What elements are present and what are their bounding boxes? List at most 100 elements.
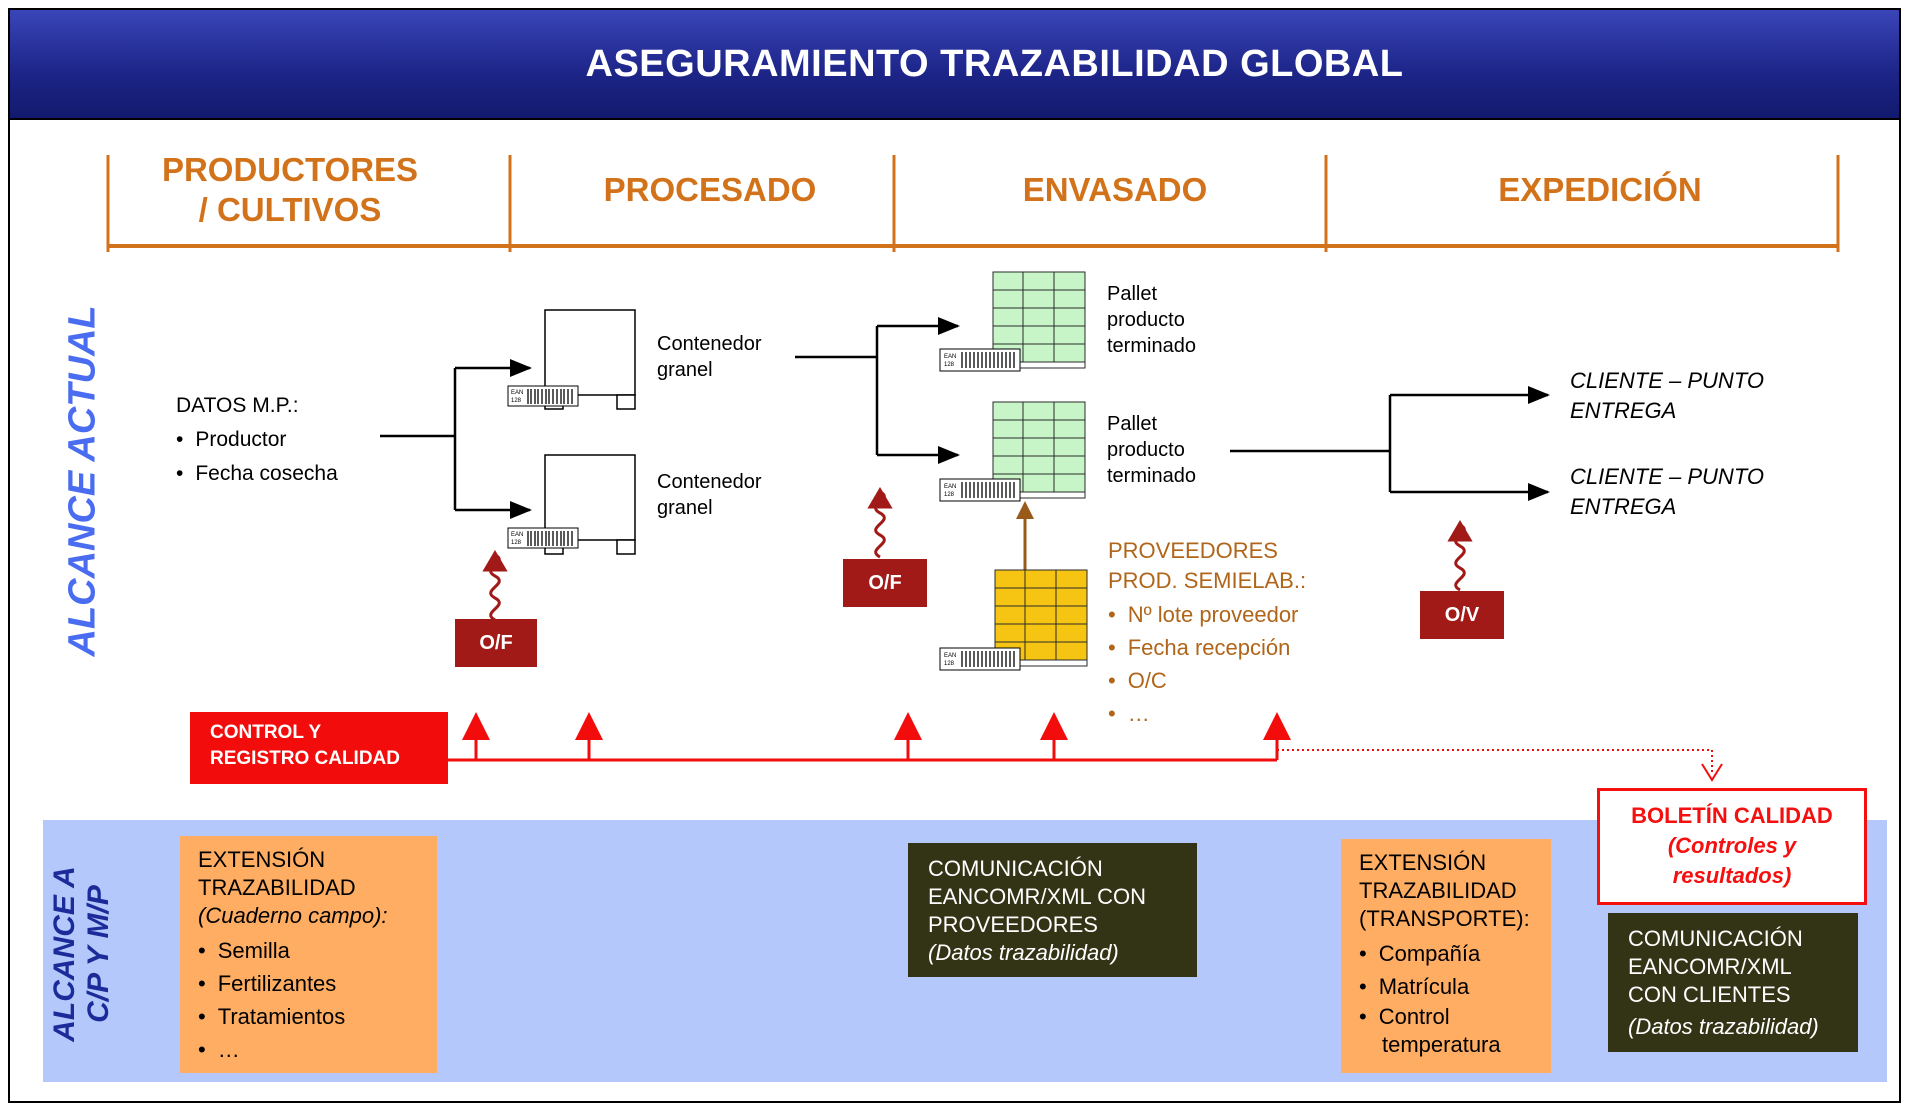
list-item: Fecha recepción — [1108, 631, 1306, 664]
datos-mp-productor: Productor — [195, 428, 287, 451]
contenedor-label-1-line2: granel — [657, 359, 713, 381]
of-badge-2: O/F — [843, 559, 927, 607]
proveedores-item-oc: O/C — [1127, 668, 1167, 693]
contenedor-label-1: Contenedor granel — [657, 331, 762, 383]
contenedor-label-2-line2: granel — [657, 497, 713, 519]
barcode-icon-5: EAN 128 — [939, 647, 1021, 671]
stage-procesado: PROCESADO — [603, 171, 817, 208]
stage-productores-line2: / CULTIVOS — [198, 191, 382, 228]
stage-envasado: ENVASADO — [1022, 171, 1208, 208]
svg-text:128: 128 — [944, 492, 955, 498]
ext-cuaderno-line2: TRAZABILIDAD — [198, 875, 356, 900]
list-item: Productor — [176, 426, 338, 454]
list-item: O/C — [1108, 664, 1306, 697]
datos-mp-block: DATOS M.P.: Productor Fecha cosecha — [176, 392, 338, 488]
ext-cuaderno-fertilizantes: Fertilizantes — [217, 971, 337, 996]
list-item: Semilla — [198, 934, 419, 967]
pallet-label-1: Pallet producto terminado — [1107, 281, 1196, 359]
control-calidad-box: CONTROL Y REGISTRO CALIDAD — [190, 712, 448, 784]
datos-mp-heading: DATOS M.P.: — [176, 394, 299, 417]
list-item: Fecha cosecha — [176, 460, 338, 488]
ext-transporte-line1: EXTENSIÓN — [1359, 850, 1487, 875]
control-line — [445, 712, 1723, 782]
list-item: Matrícula — [1359, 970, 1533, 1003]
stage-productores: PRODUCTORES / CULTIVOS — [140, 150, 440, 230]
com-clientes-box: COMUNICACIÓN EANCOMR/XML CON CLIENTES (D… — [1608, 913, 1858, 1052]
ov-badge: O/V — [1420, 591, 1504, 639]
com-proveedores-line1: COMUNICACIÓN — [928, 856, 1103, 881]
boletin-title: BOLETÍN CALIDAD — [1631, 803, 1833, 828]
ext-transporte-matricula: Matrícula — [1378, 974, 1470, 999]
boletin-sub2: resultados) — [1672, 863, 1792, 888]
svg-text:128: 128 — [511, 398, 522, 404]
com-proveedores-line2: EANCOMR/XML CON — [928, 884, 1146, 909]
list-item: Compañía — [1359, 937, 1533, 970]
control-calidad-line1: CONTROL Y — [210, 722, 322, 743]
ext-cuaderno-box: EXTENSIÓN TRAZABILIDAD (Cuaderno campo):… — [180, 836, 437, 1073]
svg-text:128: 128 — [944, 362, 955, 368]
proveedores-item-lote: Nº lote proveedor — [1127, 602, 1299, 627]
proveedores-heading-1: PROVEEDORES — [1108, 538, 1278, 563]
pallet-icon-2 — [992, 401, 1086, 499]
of-badge-1: O/F — [455, 619, 537, 667]
barcode-icon-4: EAN 128 — [939, 478, 1021, 502]
svg-text:128: 128 — [511, 540, 522, 546]
com-clientes-line4: (Datos trazabilidad) — [1628, 1014, 1819, 1039]
ext-transporte-control: Control — [1378, 1004, 1450, 1029]
pallet-label-2-line3: terminado — [1107, 465, 1196, 487]
pallet-label-2: Pallet producto terminado — [1107, 411, 1196, 489]
list-item: Control — [1359, 1003, 1533, 1031]
svg-text:128: 128 — [944, 661, 955, 667]
datos-mp-fecha: Fecha cosecha — [195, 462, 338, 485]
squiggle-arrow-ov — [1447, 520, 1473, 592]
stage-productores-line1: PRODUCTORES — [161, 151, 419, 188]
ext-cuaderno-line1: EXTENSIÓN — [198, 847, 326, 872]
com-proveedores-box: COMUNICACIÓN EANCOMR/XML CON PROVEEDORES… — [908, 843, 1197, 977]
pallet-label-1-line2: producto — [1107, 309, 1185, 331]
pallet-label-2-line2: producto — [1107, 439, 1185, 461]
com-proveedores-line4: (Datos trazabilidad) — [928, 940, 1119, 965]
title-bar: ASEGURAMIENTO TRAZABILIDAD GLOBAL — [10, 10, 1899, 120]
pallet-label-1-line1: Pallet — [1107, 283, 1158, 305]
ext-transporte-compania: Compañía — [1378, 941, 1481, 966]
list-item: … — [1108, 697, 1306, 730]
list-item: Nº lote proveedor — [1108, 598, 1306, 631]
contenedor-label-2: Contenedor granel — [657, 469, 762, 521]
list-item: Tratamientos — [198, 1000, 419, 1033]
ext-transporte-line3: (TRANSPORTE): — [1359, 906, 1530, 931]
ext-transporte-box: EXTENSIÓN TRAZABILIDAD (TRANSPORTE): Com… — [1341, 839, 1551, 1073]
client-label-1-line2: ENTREGA — [1570, 398, 1677, 423]
pallet-icon-1 — [992, 271, 1086, 369]
com-proveedores-line3: PROVEEDORES — [928, 912, 1098, 937]
barcode-icon-1: EAN 128 — [507, 385, 579, 407]
client-label-1: CLIENTE – PUNTO ENTREGA — [1570, 366, 1764, 426]
list-item: Fertilizantes — [198, 967, 419, 1000]
contenedor-label-1-line1: Contenedor — [657, 333, 762, 355]
datos-mp-list: Productor Fecha cosecha — [176, 426, 338, 488]
proveedores-item-fecha: Fecha recepción — [1127, 635, 1291, 660]
client-label-2-line2: ENTREGA — [1570, 494, 1677, 519]
com-clientes-line3: CON CLIENTES — [1628, 982, 1791, 1007]
ext-transporte-line2: TRAZABILIDAD — [1359, 878, 1517, 903]
list-item: temperatura — [1359, 1031, 1533, 1059]
list-item: … — [198, 1033, 419, 1066]
pallet-icon-semielab — [994, 569, 1088, 667]
stage-header-rule — [106, 155, 1840, 252]
barcode-icon-2: EAN 128 — [507, 527, 579, 549]
proveedores-item-more: … — [1127, 701, 1150, 726]
svg-text:EAN: EAN — [944, 354, 956, 360]
client-label-1-line1: CLIENTE – PUNTO — [1570, 368, 1764, 393]
svg-text:EAN: EAN — [511, 532, 523, 538]
ext-cuaderno-line3: (Cuaderno campo): — [198, 903, 388, 928]
proveedores-list: Nº lote proveedor Fecha recepción O/C … — [1108, 598, 1306, 730]
expedicion-connector — [1230, 386, 1550, 501]
datos-mp-connector — [380, 359, 532, 519]
diagram-title: ASEGURAMIENTO TRAZABILIDAD GLOBAL — [585, 42, 1404, 85]
contenedor-label-2-line1: Contenedor — [657, 471, 762, 493]
squiggle-arrow-of-1 — [482, 550, 508, 622]
svg-text:EAN: EAN — [511, 390, 523, 396]
squiggle-arrow-of-2 — [867, 487, 893, 559]
stage-expedicion: EXPEDICIÓN — [1498, 171, 1702, 208]
com-clientes-line2: EANCOMR/XML — [1628, 954, 1792, 979]
